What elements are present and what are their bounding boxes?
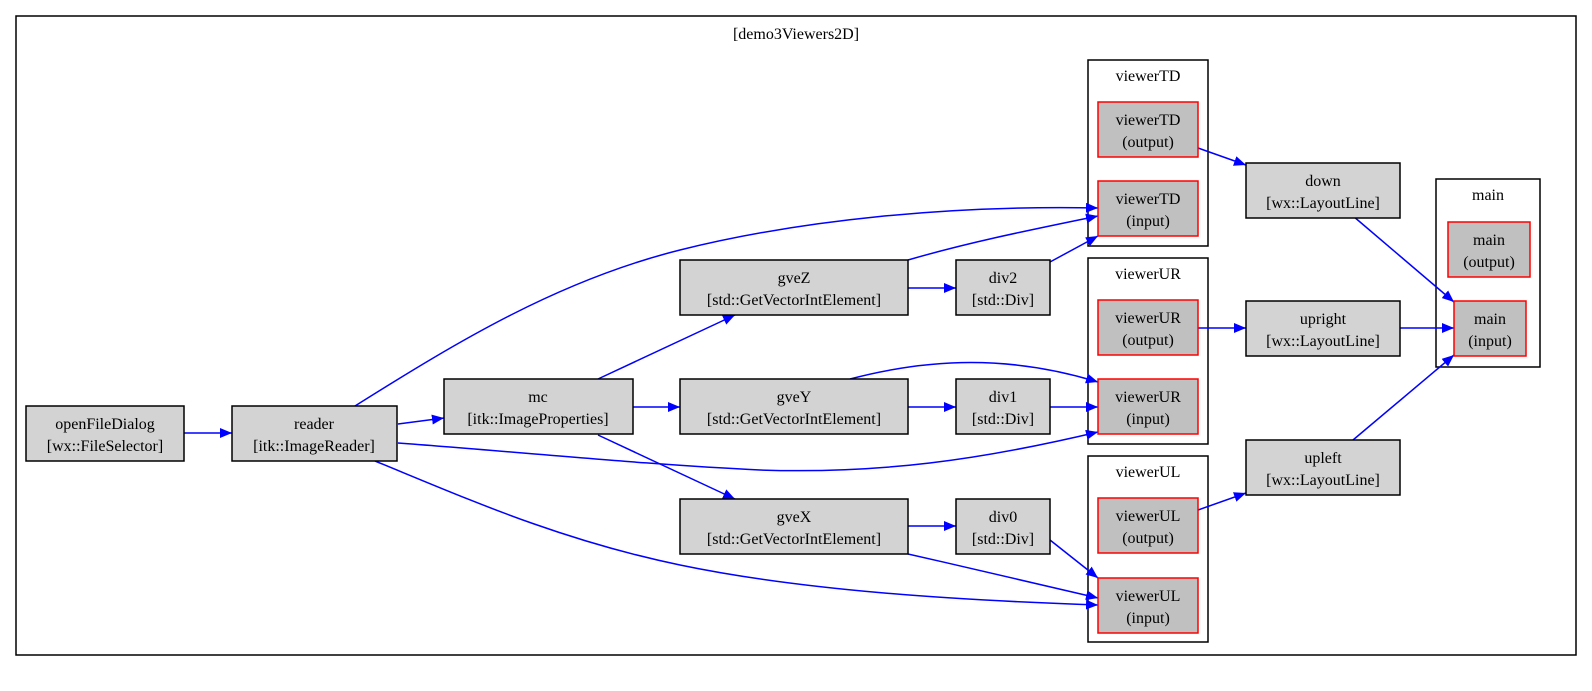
nodes: openFileDialog [wx::FileSelector] reader… [25, 101, 1531, 634]
node-type: [std::GetVectorIntElement] [707, 292, 881, 309]
node-name: gveX [777, 509, 812, 526]
node-name: div0 [989, 509, 1017, 526]
port-viewerUL-output[interactable]: viewerUL (output) [1097, 497, 1199, 554]
node-name: div2 [989, 270, 1017, 287]
node-type: [std::Div] [972, 411, 1034, 428]
edge-div0-viewerUL-input [1049, 539, 1099, 579]
port-name: viewerTD [1116, 112, 1181, 129]
node-gveZ[interactable]: gveZ [std::GetVectorIntElement] [679, 259, 909, 316]
edge-gveZ-viewerTD-input [907, 213, 1099, 261]
port-main-input[interactable]: main (input) [1453, 300, 1527, 357]
edge-upleft-main-input [1352, 354, 1455, 441]
node-type: [std::GetVectorIntElement] [707, 531, 881, 548]
node-name: openFileDialog [55, 416, 155, 433]
node-openFileDialog[interactable]: openFileDialog [wx::FileSelector] [25, 405, 185, 462]
port-kind: (input) [1126, 610, 1170, 627]
node-upright[interactable]: upright [wx::LayoutLine] [1245, 300, 1401, 357]
port-kind: (output) [1122, 530, 1174, 547]
edge-reader-viewerTD-input [354, 202, 1099, 407]
port-name: viewerUL [1116, 508, 1181, 525]
node-type: [std::GetVectorIntElement] [707, 411, 881, 428]
port-name: viewerUR [1115, 389, 1181, 406]
edge-gveY-viewerUR-input [849, 361, 1099, 384]
cluster-label: viewerTD [1116, 68, 1181, 85]
node-div1[interactable]: div1 [std::Div] [955, 378, 1051, 435]
edge-mc-gveX [597, 434, 736, 500]
node-name: mc [528, 389, 548, 406]
port-name: viewerTD [1116, 191, 1181, 208]
node-name: reader [294, 416, 335, 433]
port-kind: (output) [1122, 134, 1174, 151]
edge-gveX-viewerUL-input [907, 553, 1099, 601]
node-name: upleft [1304, 450, 1342, 467]
port-name: viewerUL [1116, 588, 1181, 605]
port-main-output[interactable]: main (output) [1447, 221, 1531, 278]
graph-title: [demo3Viewers2D] [733, 26, 859, 43]
node-name: upright [1300, 311, 1347, 328]
port-viewerTD-output[interactable]: viewerTD (output) [1097, 101, 1199, 158]
edge-reader-mc [397, 414, 445, 425]
node-reader[interactable]: reader [itk::ImageReader] [231, 405, 398, 462]
node-gveX[interactable]: gveX [std::GetVectorIntElement] [679, 498, 909, 555]
node-upleft[interactable]: upleft [wx::LayoutLine] [1245, 439, 1401, 496]
edge-reader-viewerUR-input [397, 429, 1099, 472]
cluster-label: viewerUL [1116, 464, 1181, 481]
port-kind: (input) [1126, 411, 1170, 428]
node-type: [std::Div] [972, 292, 1034, 309]
edge-viewerUL-output-upleft [1197, 492, 1247, 511]
node-type: [wx::LayoutLine] [1266, 333, 1380, 350]
node-mc[interactable]: mc [itk::ImageProperties] [443, 378, 634, 435]
port-name: viewerUR [1115, 310, 1181, 327]
edge-viewerTD-output-down [1197, 147, 1247, 166]
cluster-label: main [1472, 187, 1504, 204]
edge-div2-viewerTD-input [1049, 235, 1099, 263]
node-div2[interactable]: div2 [std::Div] [955, 259, 1051, 316]
node-name: down [1305, 173, 1341, 190]
node-name: gveY [777, 389, 812, 406]
port-kind: (output) [1122, 332, 1174, 349]
port-kind: (input) [1468, 333, 1512, 350]
node-type: [std::Div] [972, 531, 1034, 548]
node-name: gveZ [778, 270, 811, 287]
node-type: [wx::LayoutLine] [1266, 472, 1380, 489]
port-name: main [1473, 232, 1505, 249]
edge-reader-viewerUL-input [374, 460, 1099, 610]
node-type: [itk::ImageReader] [253, 438, 375, 455]
port-viewerUL-input[interactable]: viewerUL (input) [1097, 577, 1199, 634]
cluster-label: viewerUR [1115, 266, 1181, 283]
edge-down-main-input [1352, 215, 1455, 303]
node-type: [itk::ImageProperties] [467, 411, 608, 428]
port-viewerUR-output[interactable]: viewerUR (output) [1097, 299, 1199, 356]
edges [184, 147, 1455, 610]
port-viewerUR-input[interactable]: viewerUR (input) [1097, 378, 1199, 435]
node-gveY[interactable]: gveY [std::GetVectorIntElement] [679, 378, 909, 435]
edge-mc-gveZ [597, 314, 736, 380]
node-type: [wx::LayoutLine] [1266, 195, 1380, 212]
node-name: div1 [989, 389, 1017, 406]
node-div0[interactable]: div0 [std::Div] [955, 498, 1051, 555]
node-down[interactable]: down [wx::LayoutLine] [1245, 162, 1401, 219]
node-type: [wx::FileSelector] [47, 438, 163, 455]
port-kind: (input) [1126, 213, 1170, 230]
port-kind: (output) [1463, 254, 1515, 271]
port-name: main [1474, 311, 1506, 328]
port-viewerTD-input[interactable]: viewerTD (input) [1097, 180, 1199, 237]
